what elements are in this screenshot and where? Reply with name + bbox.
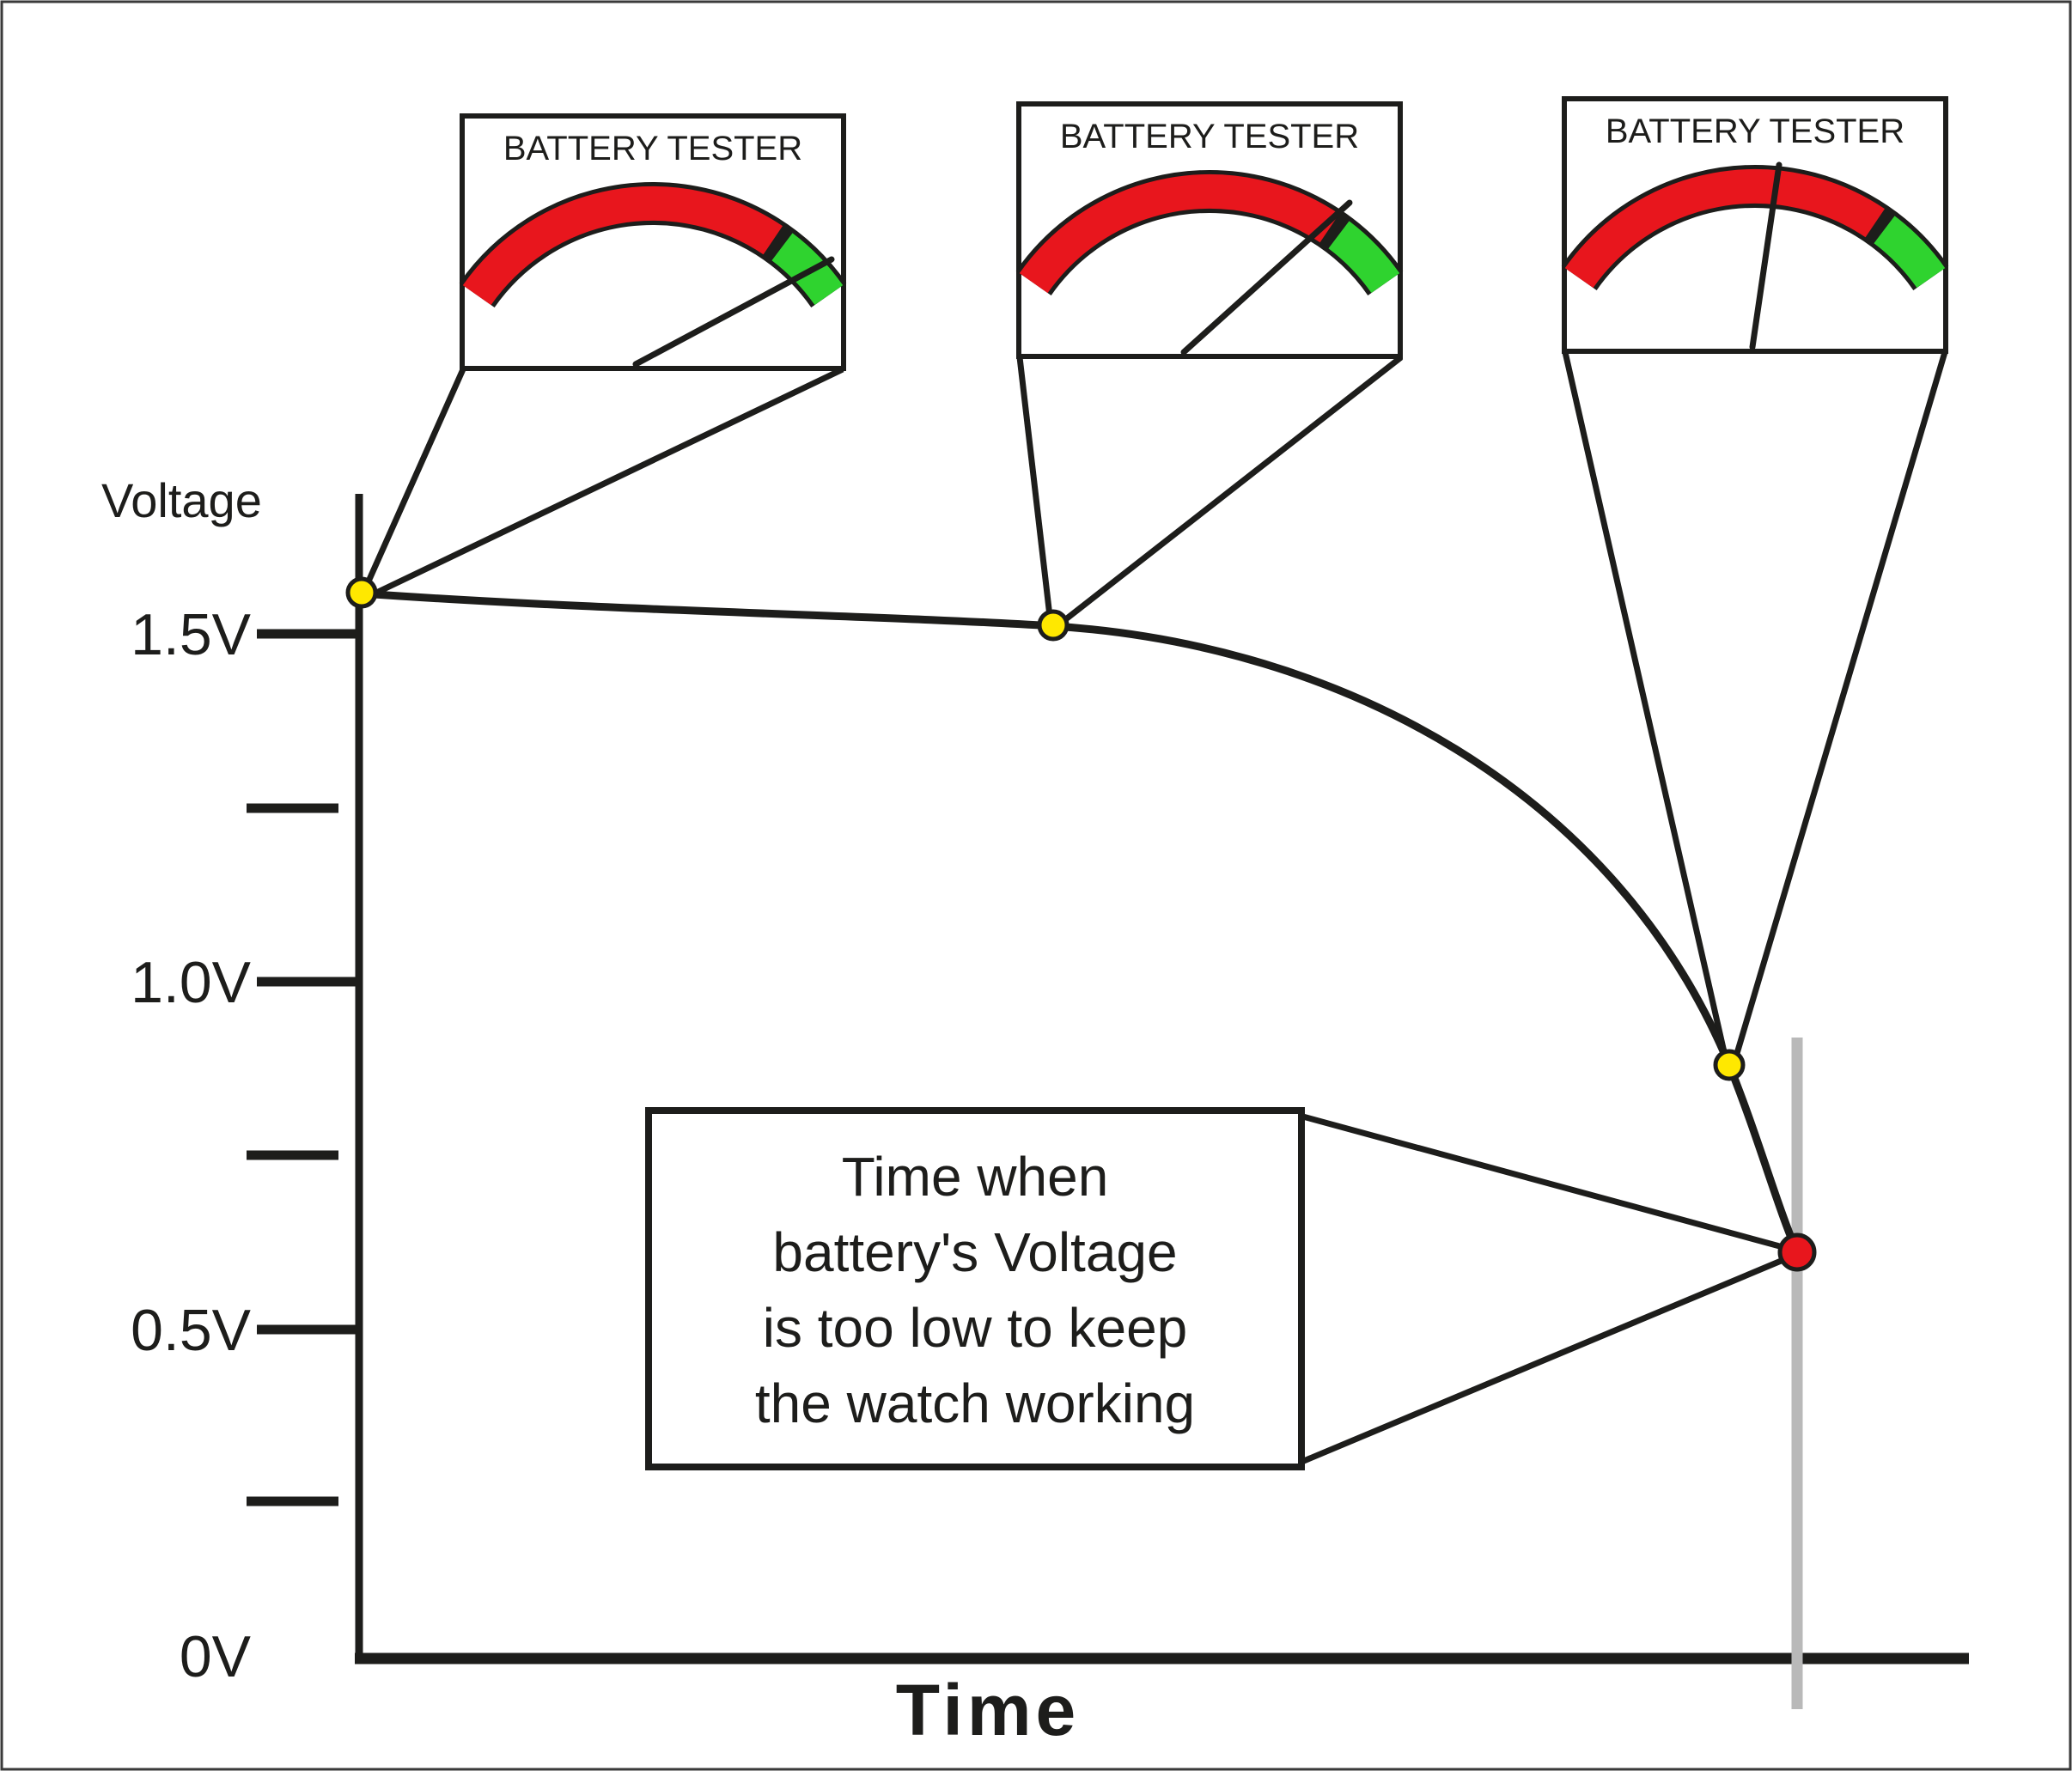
pointer-line [1016, 356, 1054, 624]
gauge-title: BATTERY TESTER [1606, 113, 1904, 150]
pointer-line [1057, 355, 1404, 627]
gauge-arc-red [1564, 169, 1885, 289]
callout-text-line-3: is too low to keep [763, 1297, 1188, 1359]
x-axis-label: Time [896, 1670, 1081, 1750]
discharge-curve [357, 589, 1801, 1257]
tick-label-0v: 0V [180, 1624, 252, 1689]
pointer-line [369, 366, 844, 599]
pointer-line [1730, 351, 1948, 1066]
gauge-arc-green [1328, 221, 1400, 294]
gauge-title: BATTERY TESTER [503, 130, 802, 167]
pointer-line [1298, 1251, 1797, 1466]
callout-text-line-2: battery's Voltage [772, 1221, 1177, 1283]
data-point-low [1713, 1049, 1746, 1081]
gauge-arc-green [1874, 216, 1946, 289]
callout: Time when battery's Voltage is too low t… [645, 1107, 1305, 1470]
data-point-fresh [345, 576, 378, 609]
gauge-title: BATTERY TESTER [1060, 118, 1359, 155]
callout-pointer-lines [1298, 1112, 1797, 1466]
gauge-needle [632, 256, 835, 368]
pointer-line [361, 368, 466, 593]
battery-tester-gauge-3: BATTERY TESTER [1561, 96, 1949, 354]
tick-label-0-5v: 0.5V [131, 1298, 252, 1363]
gauge-1-pointer-lines [361, 366, 844, 599]
gauge-needle [1749, 161, 1783, 350]
gauge-needle [1180, 199, 1353, 356]
gauge-arc-red [1019, 174, 1339, 294]
data-point-mid [1037, 609, 1070, 642]
tick-label-1-0v: 1.0V [131, 950, 252, 1015]
callout-box [645, 1107, 1305, 1470]
pointer-line [1562, 351, 1730, 1064]
battery-tester-gauge-1: BATTERY TESTER [459, 113, 847, 371]
y-axis-label: Voltage [101, 473, 262, 527]
pointer-line [1299, 1112, 1796, 1254]
gauge-2-pointer-lines [1016, 355, 1404, 627]
callout-text-line-4: the watch working [755, 1372, 1195, 1434]
callout-text-line-1: Time when [842, 1146, 1109, 1208]
tick-label-1-5v: 1.5V [131, 602, 252, 667]
data-point-cutoff [1777, 1232, 1817, 1272]
gauge-arc-red [462, 186, 783, 306]
battery-tester-gauge-2: BATTERY TESTER [1015, 101, 1404, 359]
gauge-3-pointer-lines [1562, 351, 1948, 1066]
